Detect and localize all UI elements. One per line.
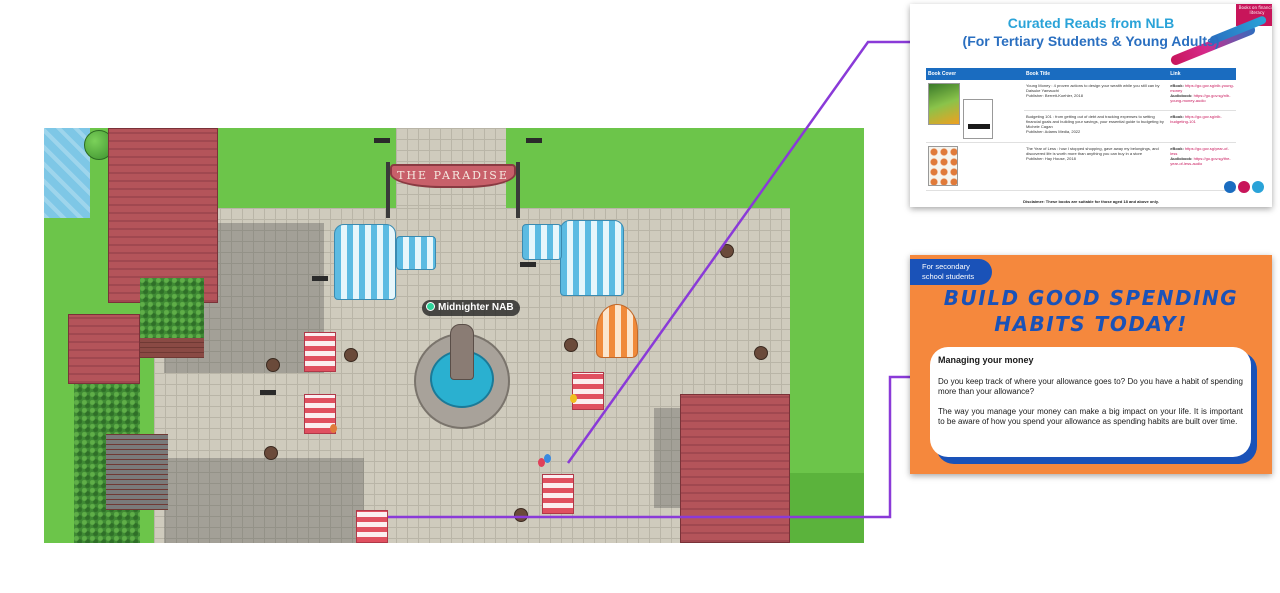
- book-title-cell: The Year of Less : how I stopped shoppin…: [1024, 142, 1169, 191]
- paradise-banner: THE PARADISE: [390, 164, 516, 188]
- reads-title-line1: Curated Reads from NLB: [1007, 15, 1175, 31]
- table-row: Young Money : 4 proven actions to design…: [926, 80, 1236, 143]
- cafe-table: [514, 508, 528, 522]
- blue-tent-awning: [522, 224, 562, 260]
- balloon: [330, 424, 337, 433]
- section-title: Managing your money: [938, 355, 1034, 365]
- cafe-table: [720, 244, 734, 258]
- book-title: Young Money : 4 proven actions to design…: [1026, 83, 1160, 93]
- decorative-dots: [1222, 178, 1264, 197]
- paragraph: Do you keep track of where your allowanc…: [938, 377, 1243, 396]
- ebook-label: eBook:: [1170, 114, 1184, 120]
- street-lamp: [520, 262, 536, 267]
- market-stall[interactable]: [304, 394, 336, 434]
- market-stall[interactable]: [356, 510, 388, 543]
- column-header: Book Cover: [926, 68, 1024, 80]
- blue-tent[interactable]: [334, 224, 396, 300]
- book-title-cell: Young Money : 4 proven actions to design…: [1024, 80, 1169, 112]
- street-lamp: [260, 390, 276, 395]
- ebook-link[interactable]: https://go.gov.sg/nlb-young-money: [1170, 83, 1234, 93]
- info-panel: Managing your money Do you keep track of…: [930, 347, 1251, 457]
- decorative-dot: [1252, 181, 1264, 193]
- curated-reads-card: Books on financial literacy Curated Read…: [910, 4, 1272, 207]
- decorative-dot: [1224, 181, 1236, 193]
- water-stream: [44, 128, 90, 218]
- book-title-cell: Budgeting 101 : from getting out of debt…: [1024, 110, 1169, 143]
- book-link-cell: eBook: https://go.gov.sg/nlb-budgeting-1…: [1168, 110, 1236, 143]
- reads-disclaimer: Disclaimer: These books are suitable for…: [1023, 199, 1159, 204]
- book-publisher: Publisher: Adams Media, 2022: [1026, 129, 1081, 135]
- cafe-table: [564, 338, 578, 352]
- cafe-table: [266, 358, 280, 372]
- reads-title: Curated Reads from NLB (For Tertiary Stu…: [910, 14, 1272, 50]
- spending-habits-card: For secondary school students BUILD GOOD…: [910, 255, 1272, 474]
- game-map[interactable]: THE PARADISE Midnighter NAB: [44, 128, 864, 543]
- ebook-label: eBook:: [1170, 83, 1184, 88]
- column-header: Book Title: [1024, 68, 1169, 80]
- audiobook-label: Audiobook:: [1170, 93, 1193, 98]
- ebook-label: eBook:: [1170, 146, 1184, 151]
- book-title: The Year of Less : how I stopped shoppin…: [1026, 146, 1159, 156]
- street-lamp: [526, 138, 542, 143]
- paragraph: The way you manage your money can make a…: [938, 407, 1243, 426]
- book-covers-cell: [926, 80, 1024, 143]
- balloon: [544, 454, 551, 463]
- book-cover-young-money: [928, 83, 960, 125]
- ebook-link[interactable]: https://go.gov.sg/year-of-less: [1170, 146, 1229, 156]
- house-wall: [106, 434, 168, 510]
- reads-table-header: Book Cover Book Title Link: [926, 68, 1236, 80]
- headline-line2: HABITS TODAY!: [994, 312, 1188, 336]
- street-lamp: [312, 276, 328, 281]
- balloon: [570, 394, 577, 403]
- banner-pole: [516, 162, 520, 218]
- blue-tent-awning: [396, 236, 436, 270]
- cafe-table: [264, 446, 278, 460]
- audiobook-link[interactable]: https://go.gov.sg/nlb-young-money-audio: [1170, 93, 1231, 103]
- ivy-wall: [140, 278, 204, 338]
- online-status-icon: [426, 302, 435, 311]
- table-row: The Year of Less : how I stopped shoppin…: [926, 142, 1236, 191]
- house-roof: [680, 394, 790, 543]
- book-covers-cell: [926, 142, 1024, 191]
- market-stall[interactable]: [542, 474, 574, 514]
- spending-headline: BUILD GOOD SPENDING HABITS TODAY!: [910, 285, 1272, 337]
- audience-badge: For secondary school students: [910, 259, 992, 285]
- book-link-cell: eBook: https://go.gov.sg/nlb-young-money…: [1168, 80, 1236, 112]
- book-title: Budgeting 101 : from getting out of debt…: [1026, 114, 1164, 130]
- player-nametag[interactable]: Midnighter NAB: [422, 300, 520, 316]
- book-cover-year-of-less: [928, 146, 958, 186]
- orange-tent[interactable]: [596, 304, 638, 358]
- audiobook-label: Audiobook:: [1170, 156, 1193, 161]
- banner-pole: [386, 162, 390, 218]
- house-roof: [68, 314, 140, 384]
- grass-patch: [790, 473, 864, 543]
- headline-line1: BUILD GOOD SPENDING: [943, 286, 1239, 310]
- decorative-dot: [1238, 181, 1250, 193]
- column-header: Link: [1168, 68, 1236, 80]
- table-row: Budgeting 101 : from getting out of debt…: [926, 110, 1236, 143]
- building-shadow: [164, 458, 364, 543]
- cafe-table: [754, 346, 768, 360]
- book-publisher: Publisher: Hay House, 2018: [1026, 156, 1076, 161]
- reads-table: Book Cover Book Title Link Young Money :…: [926, 68, 1236, 191]
- house-roof: [108, 128, 218, 303]
- player-name: Midnighter NAB: [438, 302, 514, 313]
- fountain-statue: [450, 324, 474, 380]
- audiobook-link[interactable]: https://go.gov.sg/the-year-of-less-audio: [1170, 156, 1231, 166]
- street-lamp: [374, 138, 390, 143]
- book-cover-budgeting: [963, 99, 993, 139]
- reads-title-line2: (For Tertiary Students & Young Adults): [962, 33, 1220, 49]
- cafe-table: [344, 348, 358, 362]
- ebook-link[interactable]: https://go.gov.sg/nlb-budgeting-101: [1170, 114, 1222, 125]
- market-stall[interactable]: [304, 332, 336, 372]
- blue-tent[interactable]: [560, 220, 624, 296]
- market-stall[interactable]: [572, 372, 604, 410]
- book-publisher: Publisher: Berrett-Koehler, 2018: [1026, 93, 1083, 98]
